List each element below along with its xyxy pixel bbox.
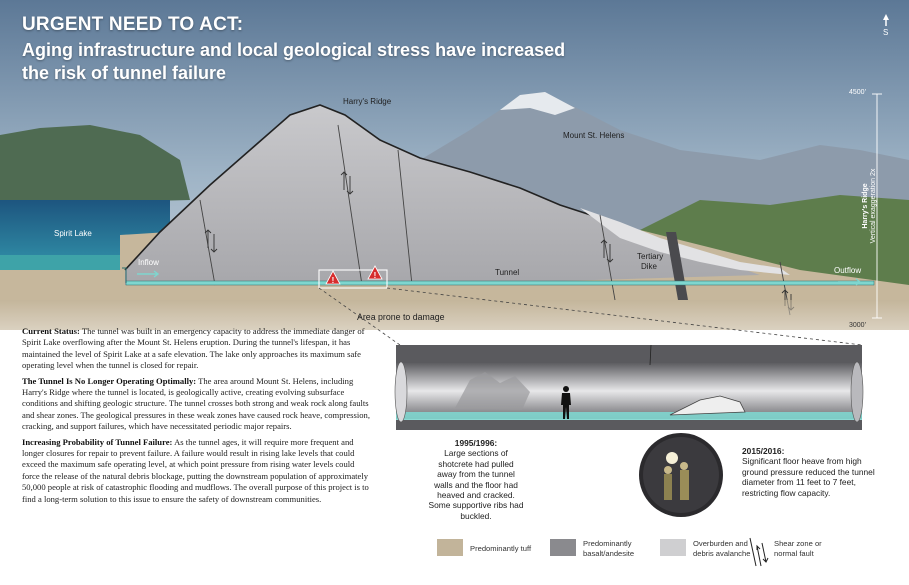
paragraph-heading: Increasing Probability of Tunnel Failure… (22, 436, 173, 447)
legend-line: Overburden and (693, 539, 748, 548)
label-tunnel: Tunnel (495, 268, 520, 277)
legend-swatch-tuff (437, 539, 463, 556)
svg-text:!: ! (374, 271, 377, 280)
body-paragraphs: Current Status: The tunnel was built in … (22, 326, 372, 509)
paragraph-heading: The Tunnel Is No Longer Operating Optima… (22, 375, 197, 386)
paragraph-text: The tunnel was built in an emergency cap… (22, 326, 365, 371)
scale-bottom-label: 3000' (849, 322, 866, 329)
note-heading: 1995/1996: (454, 438, 498, 448)
page-subtitle-line-1: Aging infrastructure and local geologica… (22, 40, 566, 60)
note-2015-2016: 2015/2016: Significant floor heave from … (742, 446, 888, 498)
svg-text:!: ! (332, 276, 335, 285)
warning-icon: ! (325, 270, 341, 285)
page-title: URGENT NEED TO ACT: (22, 14, 244, 35)
note-text: Significant floor heave from high ground… (742, 456, 875, 498)
left-hills (0, 125, 190, 205)
legend-line: Predominantly tuff (470, 544, 532, 553)
scale-side-title: Harry's Ridge (862, 183, 869, 229)
legend-line: Predominantly (583, 539, 632, 548)
paragraph-current-status: Current Status: The tunnel was built in … (22, 326, 372, 372)
compass-label: S (883, 28, 889, 37)
person-silhouette-icon (561, 386, 571, 419)
paragraph-not-optimal: The Tunnel Is No Longer Operating Optima… (22, 376, 372, 433)
legend-label-tuff: Predominantly tuff (470, 544, 531, 554)
paragraph-heading: Current Status: (22, 326, 80, 336)
page-subtitle-line-2: the risk of tunnel failure (22, 63, 227, 83)
legend-swatch-overburden (660, 539, 686, 556)
label-outflow: Outflow (834, 266, 862, 275)
paragraph-failure-probability: Increasing Probability of Tunnel Failure… (22, 437, 372, 505)
label-spirit-lake: Spirit Lake (54, 229, 92, 238)
tunnel-detail-view (394, 344, 864, 430)
note-heading: 2015/2016: (742, 446, 785, 456)
legend-label-shear: Shear zone or normal fault (774, 539, 822, 558)
note-text: Large sections of shotcrete had pulled a… (428, 448, 524, 521)
legend-line: debris avalanche (693, 548, 751, 558)
warning-icon: ! (367, 265, 383, 280)
scale-side-note: Vertical exaggeration 2x (870, 168, 877, 244)
label-area-prone: Area prone to damage (357, 312, 445, 322)
label-harrys-ridge: Harry's Ridge (343, 97, 392, 106)
legend-line: basalt/andesite (583, 548, 635, 558)
compass-arrow-icon (883, 14, 889, 26)
label-tertiary-dike: Tertiary Dike (637, 252, 663, 272)
label-dike: Dike (641, 262, 658, 271)
legend-line: normal fault (774, 548, 814, 558)
label-mount-st-helens: Mount St. Helens (563, 131, 625, 140)
legend-label-basalt: Predominantly basalt/andesite (583, 539, 634, 558)
scale-side-label: Harry's Ridge Vertical exaggeration 2x (862, 146, 878, 266)
paragraph-text: As the tunnel ages, it will require more… (22, 436, 369, 504)
damage-area-box (318, 269, 388, 289)
tunnel-line (125, 280, 875, 286)
legend-swatch-basalt (550, 539, 576, 556)
harrys-ridge-rock (125, 105, 760, 285)
note-1995-1996: 1995/1996: Large sections of shotcrete h… (428, 438, 524, 521)
shear-zone-icon (749, 537, 769, 567)
legend-line: Shear zone or (774, 539, 822, 548)
tunnel-photo (639, 433, 723, 517)
legend-label-overburden: Overburden and debris avalanche (693, 539, 750, 558)
scale-top-label: 4500' (849, 89, 866, 96)
paragraph-text: The area around Mount St. Helens, includ… (22, 375, 370, 432)
label-inflow: Inflow (138, 258, 159, 267)
label-tertiary: Tertiary (637, 252, 664, 261)
